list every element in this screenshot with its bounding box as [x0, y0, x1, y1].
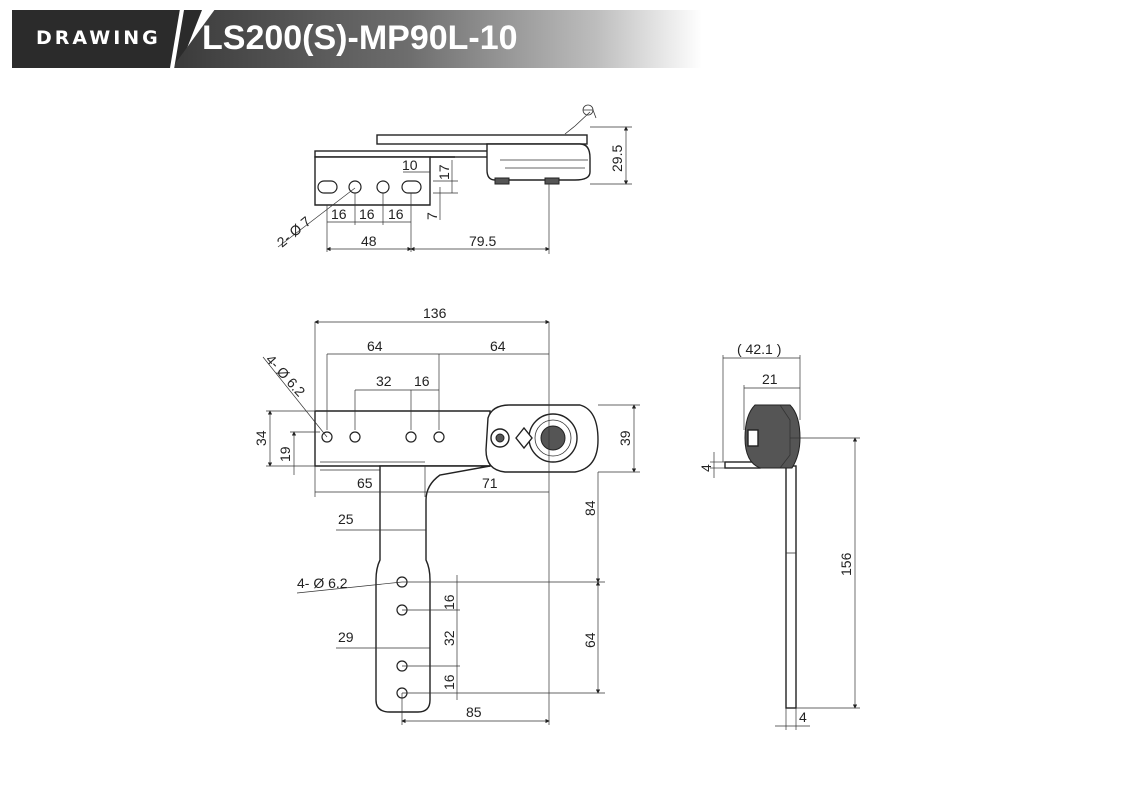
dim-16b: 16 — [359, 206, 375, 222]
page-title: LS200(S)-MP90L-10 — [202, 19, 518, 57]
dim-4b: 4 — [799, 709, 807, 725]
top-view-roller-lines — [500, 159, 588, 169]
front-leg — [375, 465, 491, 713]
front-view: 136 64 64 32 16 4- Ø 6.2 34 19 39 65 71 — [253, 305, 640, 725]
top-hole-2 — [376, 180, 390, 194]
dim-32b: 32 — [441, 630, 457, 646]
dim-85: 85 — [466, 704, 482, 720]
front-lock-diamond — [515, 426, 533, 450]
dim-16d: 16 — [441, 674, 457, 690]
top-view-stud-2 — [544, 177, 560, 185]
side-roller-cap — [747, 429, 759, 447]
leader-4-holes-top — [262, 356, 328, 438]
dim-84: 84 — [582, 500, 598, 516]
dim-65: 65 — [357, 475, 373, 491]
dim-16c: 16 — [388, 206, 404, 222]
dim-21: 21 — [762, 371, 778, 387]
front-arm — [314, 410, 491, 467]
header-title-band — [172, 10, 702, 68]
top-view-plate — [376, 134, 588, 145]
dim-29_5: 29.5 — [609, 145, 625, 172]
header-tag-band — [12, 10, 202, 68]
dim-71: 71 — [482, 475, 498, 491]
dim-64a: 64 — [367, 338, 383, 354]
projection-leader — [564, 109, 597, 135]
dim-16: 16 — [414, 373, 430, 389]
leader-2-holes — [277, 187, 356, 248]
side-roller-edge — [779, 404, 791, 469]
dim-32: 32 — [376, 373, 392, 389]
header-tag: DRAWING — [36, 27, 161, 49]
front-roller-center — [540, 425, 566, 451]
dim-holes-top: 4- Ø 6.2 — [263, 351, 309, 399]
dim-holes-bottom: 4- Ø 6.2 — [297, 575, 348, 591]
top-view-stud-1 — [494, 177, 510, 185]
side-view: ( 42.1 ) 21 4 156 4 — [698, 341, 860, 730]
top-slot-2 — [401, 180, 422, 194]
front-roller-mid — [534, 419, 572, 457]
dim-10: 10 — [402, 157, 418, 173]
dim-4a: 4 — [698, 464, 714, 472]
dim-16a: 16 — [331, 206, 347, 222]
dim-29: 29 — [338, 629, 354, 645]
top-slot-1 — [317, 180, 338, 194]
front-hole-3 — [405, 431, 417, 443]
front-hole-2 — [349, 431, 361, 443]
dim-136: 136 — [423, 305, 447, 321]
dim-19: 19 — [277, 446, 293, 462]
dim-156: 156 — [838, 552, 854, 576]
dim-42_1: ( 42.1 ) — [737, 341, 781, 357]
side-roller — [744, 404, 801, 469]
top-view-roller-housing — [486, 143, 591, 181]
side-leg — [785, 465, 797, 709]
dim-48: 48 — [361, 233, 377, 249]
dim-16c: 16 — [441, 594, 457, 610]
dim-7: 7 — [424, 212, 440, 220]
dim-34: 34 — [253, 430, 269, 446]
dim-64b: 64 — [490, 338, 506, 354]
dim-25: 25 — [338, 511, 354, 527]
top-view: 10 17 7 16 16 16 48 79.5 29.5 2- Ø 7 — [274, 104, 632, 254]
front-hole-4 — [433, 431, 445, 443]
dim-17: 17 — [436, 164, 452, 180]
dim-39: 39 — [617, 430, 633, 446]
front-pivot-center — [495, 433, 505, 443]
dim-79_5: 79.5 — [469, 233, 496, 249]
leader-4-holes-bottom — [296, 581, 403, 594]
dim-64c: 64 — [582, 632, 598, 648]
top-view-bracket — [314, 156, 431, 206]
dim-2-holes: 2- Ø 7 — [274, 213, 314, 250]
header-banner: DRAWING LS200(S)-MP90L-10 — [12, 10, 702, 68]
